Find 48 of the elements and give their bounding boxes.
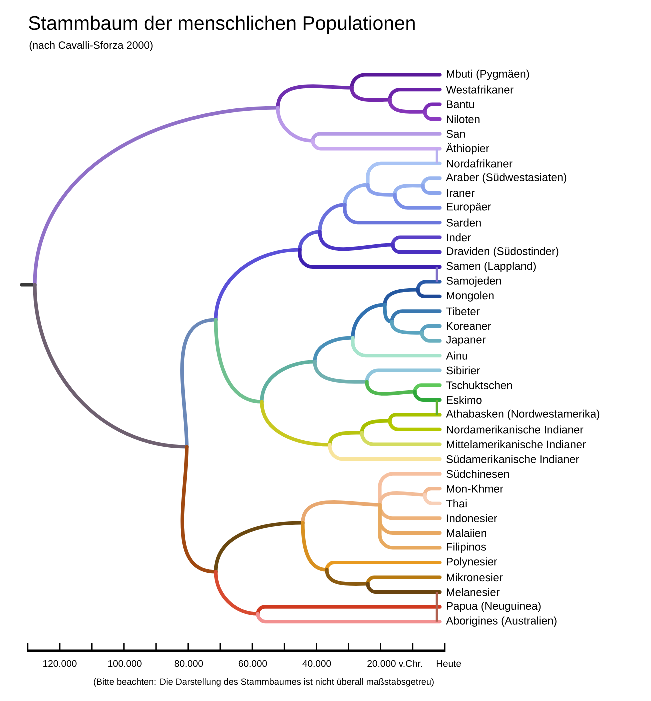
population-label: Bantu: [447, 100, 474, 108]
population-label: Mongolen: [447, 292, 494, 302]
population-label: Samen (Lappland): [446, 262, 536, 272]
tick-label: Heute: [437, 660, 462, 668]
population-label: Mittelamerikanische Indianer: [447, 440, 586, 449]
population-label: Westafrikaner: [446, 86, 514, 94]
population-label: Nordamerikanische Indianer: [447, 426, 584, 434]
population-label: Inder: [447, 234, 472, 242]
population-label: Tibeter: [446, 307, 480, 316]
population-label: Mikronesier: [447, 574, 503, 582]
population-label: Iraner: [447, 189, 475, 198]
population-label: Samojeden: [446, 276, 502, 288]
population-label: Südchinesen: [446, 470, 510, 478]
population-label: Thai: [446, 500, 467, 508]
population-label: Mon-Khmer: [447, 484, 504, 493]
tick-label: 60.000: [238, 660, 268, 668]
population-label: Eskimo: [447, 396, 482, 404]
population-label: Ainu: [446, 352, 468, 360]
population-label: Japaner: [446, 336, 486, 346]
tick-label: 120.000: [44, 660, 77, 668]
subtitle: (nach Cavalli-Sforza 2000): [30, 41, 153, 52]
population-label: Indonesier: [447, 514, 498, 522]
tick-label: 100.000: [108, 660, 142, 668]
population-label: Malaiien: [447, 529, 486, 538]
population-label: Draviden (Südostinder): [447, 247, 559, 258]
population-label: Polynesier: [447, 558, 498, 568]
population-label: Filipinos: [447, 542, 486, 554]
population-label: Europäer: [447, 203, 492, 213]
population-label: Tschuktschen: [446, 381, 512, 390]
tick-label: 40.000: [302, 660, 332, 668]
population-label: Südamerikanische Indianer: [446, 455, 580, 464]
population-label: Nordafrikaner: [447, 160, 513, 168]
population-label: Äthiopier: [446, 143, 490, 155]
population-label: Niloten: [447, 115, 480, 124]
population-label: Papua (Neuguinea): [447, 602, 541, 612]
population-label: Melanesier: [447, 588, 500, 596]
population-label: Mbuti (Pygmäen): [447, 70, 530, 80]
population-label: Athabasken (Nordwestamerika): [446, 410, 600, 420]
population-label: Aborigines (Australien): [446, 616, 557, 627]
population-label: San: [446, 130, 466, 138]
population-label: Sarden: [446, 218, 481, 227]
population-label: Koreaner: [447, 322, 492, 330]
population-label: Araber (Südwestasiaten): [446, 173, 567, 184]
title: Stammbaum der menschlichen Populationen: [29, 16, 415, 34]
tick-label: 20.000 v.Chr.: [368, 660, 422, 668]
population-label: Sibirier: [446, 366, 480, 375]
note: (Bitte beachten: Die Darstellung des Stammbaumes ist nicht überall maßstabsgetreu): [94, 678, 434, 687]
tick-label: 80.000: [174, 660, 204, 668]
